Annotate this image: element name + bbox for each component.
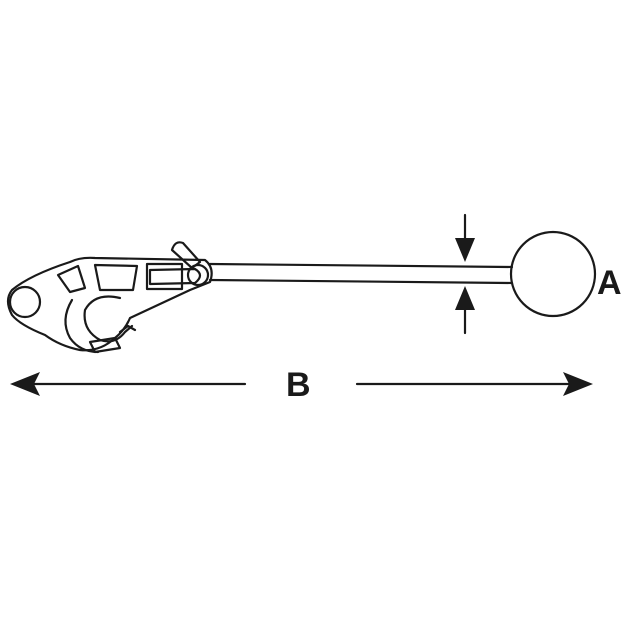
- hole-icon: [8, 285, 42, 319]
- dimension-a-label: A: [597, 264, 622, 302]
- dimension-b-arrows: [10, 372, 593, 396]
- cord: [208, 262, 514, 285]
- hook-clip: [6, 241, 213, 354]
- dimension-b-label: B: [286, 366, 311, 404]
- dimension-a-arrows: [455, 213, 475, 335]
- ball: [509, 230, 597, 318]
